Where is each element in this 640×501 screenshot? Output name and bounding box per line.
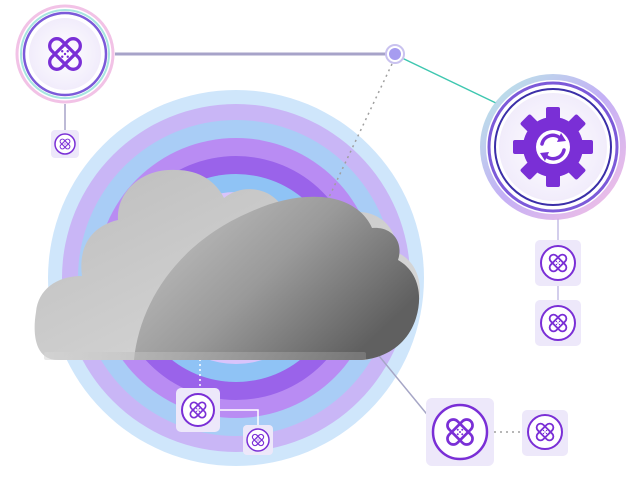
patch-hub[interactable] [15,4,115,104]
cloud-base-band [44,352,366,360]
connector-bottom-patch-pair [220,409,259,428]
patch-under-left-hub[interactable] [51,130,79,158]
connector-junction-to-gear [401,57,499,105]
patch-cloud-bottom-small[interactable] [243,425,273,455]
cloud-shape [34,169,420,360]
patch-large-bottom-right[interactable] [426,398,494,466]
junction-node [385,44,405,64]
gear-sync-icon [513,107,593,187]
cloud-shade [134,196,420,360]
patch-far-right[interactable] [522,410,568,456]
patch-cloud-bottom[interactable] [176,388,220,432]
patch-right-upper[interactable] [535,240,581,286]
settings-hub[interactable] [480,74,626,220]
patch-right-lower[interactable] [535,300,581,346]
